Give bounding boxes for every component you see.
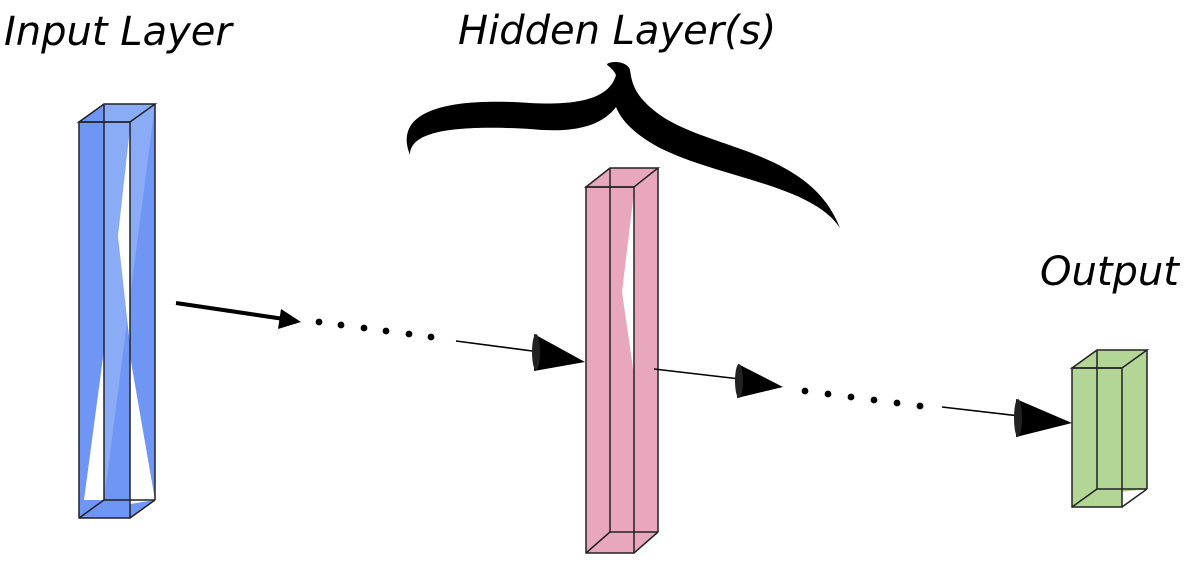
hidden-box-side [634,168,658,553]
output-box-edges [1069,349,1150,508]
input-layer-box [76,103,158,519]
input-layer-label: Input Layer [4,9,234,55]
flow-to-hidden-arrow [455,334,585,371]
dotted-connector-2 [801,387,924,410]
hidden-box-edges [583,167,661,554]
input-box-gap-b [84,350,104,500]
hidden-box-gap [622,192,634,375]
hidden-layer-box [583,167,661,554]
input-box-gap-a [118,128,130,345]
output-box-side [1122,350,1147,507]
input-box-edges [76,103,158,519]
input-to-flow-arrow [175,301,301,329]
input-box-gap-c [130,356,155,504]
flow-to-output-arrow [941,399,1072,437]
output-layer-box [1069,349,1150,508]
output-label: Output [1040,249,1180,295]
dotted-connector-1 [315,318,435,341]
hidden-to-flow-arrow [653,364,783,398]
hidden-layers-brace [406,62,840,228]
hidden-layers-label: Hidden Layer(s) [458,8,776,54]
